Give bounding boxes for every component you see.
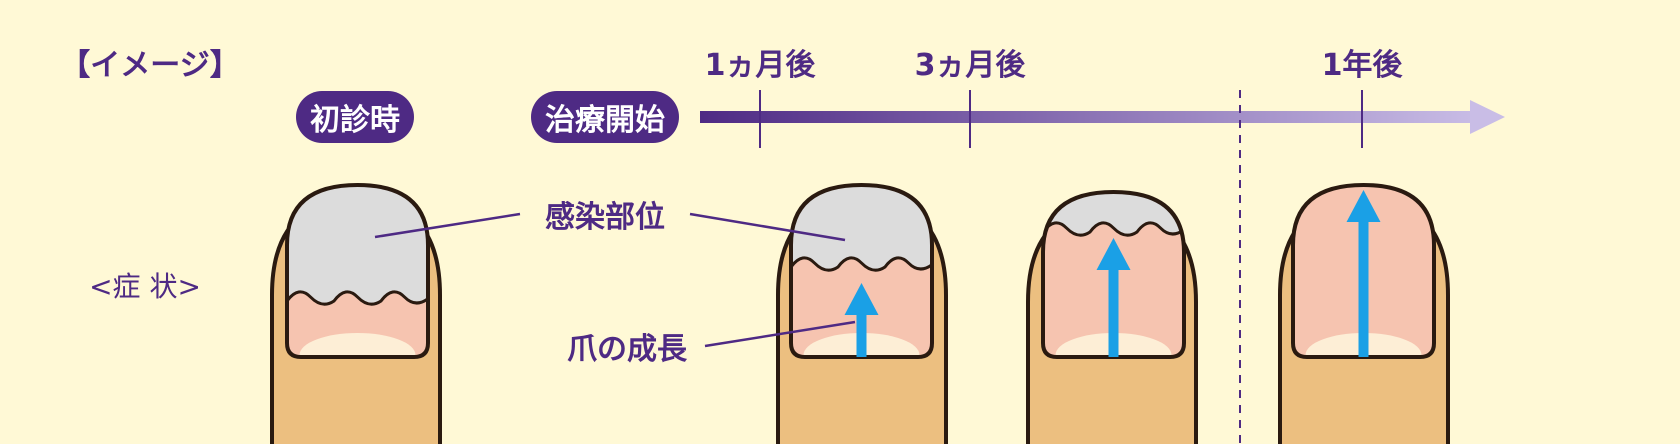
growth-arrow-shaft [1108, 258, 1119, 357]
leader-line-growth [704, 320, 856, 348]
nail-outline [285, 182, 430, 359]
symptom-label: <症 状> [89, 270, 201, 303]
nail-stage-2 [776, 182, 948, 444]
label-infected-area: 感染部位 [545, 200, 665, 235]
leader-line-infected-2 [689, 212, 846, 242]
timeline-bar [700, 111, 1480, 123]
infected-area [791, 185, 932, 272]
stage-treatment-start: 治療開始 [531, 91, 679, 143]
growth-arrow-head [844, 283, 879, 315]
nail-outline [1041, 189, 1186, 359]
label-nail-growth: 爪の成長 [567, 332, 687, 367]
leader-line-infected-1 [374, 212, 521, 239]
tick-label-1-month: 1ヵ月後 [704, 48, 816, 83]
nail-outline [1291, 182, 1436, 359]
tick-label-1-year: 1年後 [1321, 48, 1403, 83]
infected-area [287, 185, 428, 306]
growth-arrow-shaft [856, 303, 867, 357]
tick-label-3-months: 3ヵ月後 [914, 48, 1026, 83]
growth-arrow-head [1346, 190, 1381, 222]
stage-first-visit: 初診時 [296, 91, 414, 143]
nail-outline [789, 182, 934, 359]
image-title: 【イメージ】 [60, 48, 240, 83]
nail-stage-1 [270, 182, 442, 444]
nail-stage-4 [1278, 182, 1450, 444]
timeline-arrowhead [1470, 100, 1505, 134]
growth-arrow-head [1096, 238, 1131, 270]
nail-stage-3 [1026, 189, 1198, 444]
growth-arrow-shaft [1358, 210, 1369, 357]
